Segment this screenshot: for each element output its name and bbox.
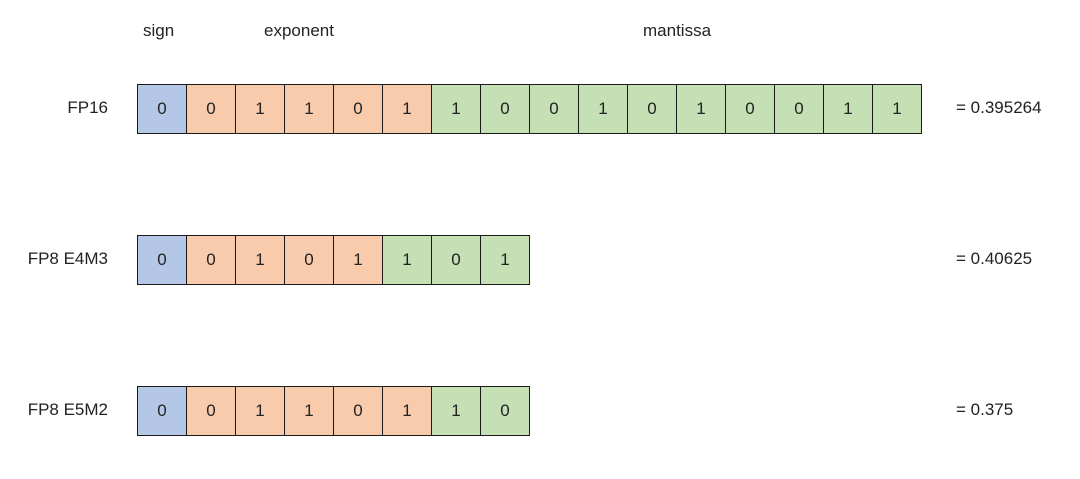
sign-bit: 0 (137, 386, 187, 436)
mantissa-bit: 1 (431, 84, 481, 134)
exponent-bit: 0 (186, 235, 236, 285)
format-value: = 0.375 (956, 400, 1014, 419)
exponent-header: exponent (264, 21, 334, 40)
exponent-bit: 1 (235, 386, 285, 436)
exponent-bit: 1 (284, 386, 334, 436)
exponent-bit: 0 (186, 84, 236, 134)
mantissa-bit: 1 (480, 235, 530, 285)
format-label: FP16 (67, 98, 108, 117)
format-label: FP8 E4M3 (27, 249, 108, 268)
mantissa-bit: 1 (676, 84, 726, 134)
exponent-bit: 1 (235, 84, 285, 134)
exponent-bit: 0 (333, 386, 383, 436)
mantissa-bit: 0 (774, 84, 824, 134)
exponent-bit: 1 (235, 235, 285, 285)
mantissa-bit: 0 (627, 84, 677, 134)
exponent-bit: 1 (382, 84, 432, 134)
format-value: = 0.395264 (956, 98, 1042, 117)
sign-bit: 0 (137, 235, 187, 285)
exponent-bit: 1 (284, 84, 334, 134)
mantissa-bit: 1 (431, 386, 481, 436)
exponent-bit: 1 (333, 235, 383, 285)
mantissa-bit: 0 (480, 84, 530, 134)
mantissa-bit: 0 (480, 386, 530, 436)
format-value: = 0.40625 (956, 249, 1033, 268)
format-label: FP8 E5M2 (27, 400, 108, 419)
exponent-bit: 0 (333, 84, 383, 134)
sign-bit: 0 (137, 84, 187, 134)
mantissa-bit: 1 (578, 84, 628, 134)
mantissa-header: mantissa (643, 21, 712, 40)
mantissa-bit: 1 (872, 84, 922, 134)
mantissa-bit: 1 (382, 235, 432, 285)
exponent-bit: 0 (186, 386, 236, 436)
mantissa-bit: 0 (529, 84, 579, 134)
mantissa-bit: 1 (823, 84, 873, 134)
sign-header: sign (143, 21, 175, 40)
exponent-bit: 1 (382, 386, 432, 436)
exponent-bit: 0 (284, 235, 334, 285)
mantissa-bit: 0 (431, 235, 481, 285)
mantissa-bit: 0 (725, 84, 775, 134)
